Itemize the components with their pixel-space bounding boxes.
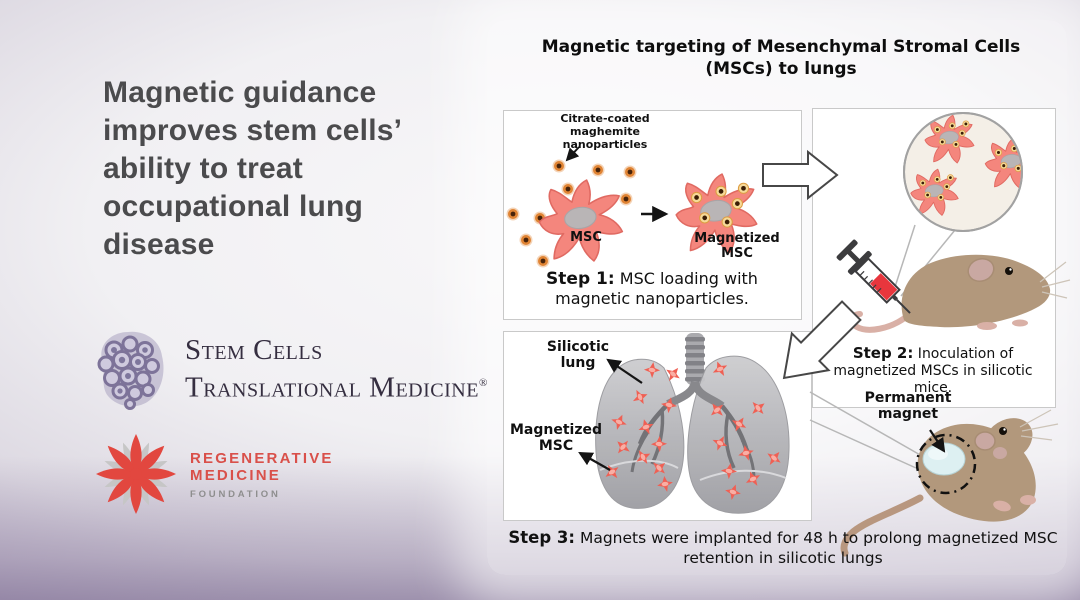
permanent-magnet (922, 442, 966, 476)
mouse-with-magnet (840, 409, 1059, 557)
flow-arrow-step1-to-step2 (762, 149, 839, 201)
magnet-dashed-outline (915, 433, 977, 495)
mouse-eye (1005, 267, 1013, 275)
magnify-callout-line (893, 224, 916, 291)
bronchioles (630, 402, 756, 481)
mouse-side-view (849, 254, 1071, 333)
mouse-tail (849, 311, 909, 333)
syringe (836, 239, 911, 314)
syringe-msc-dose (870, 273, 898, 301)
mouse-eye (999, 427, 1007, 435)
mouse-foot (977, 322, 997, 330)
mouse-foot (1020, 495, 1036, 505)
magnetized-msc-cell (676, 174, 757, 253)
mouse-ear (993, 447, 1007, 459)
mouse-foot (1012, 319, 1028, 327)
step3-graphics (578, 333, 790, 514)
syringe-needle (895, 298, 911, 314)
mouse-ear (967, 257, 995, 283)
step2-graphics (836, 112, 1071, 333)
silicotic-lung-pointer-arrow (606, 358, 643, 384)
mouse-whiskers (1039, 261, 1071, 299)
mouse-foot (993, 500, 1011, 512)
flow-arrow-step2-to-step3 (782, 300, 862, 380)
mouse-ear (974, 431, 996, 451)
msc-cell (538, 179, 624, 262)
mouse-body (901, 254, 1051, 328)
permanent-magnet-pointer-arrow (929, 429, 946, 453)
magnet-callout-line (809, 419, 917, 469)
magnetized-msc-pointer-arrow (578, 451, 611, 471)
silicotic-lungs (595, 333, 790, 514)
mouse-whiskers (1019, 409, 1059, 441)
mouse-tail (840, 494, 924, 557)
nanoparticle-pointer-arrow (565, 146, 580, 162)
step1-graphics (506, 146, 757, 268)
magnet-callout-line (809, 391, 923, 457)
